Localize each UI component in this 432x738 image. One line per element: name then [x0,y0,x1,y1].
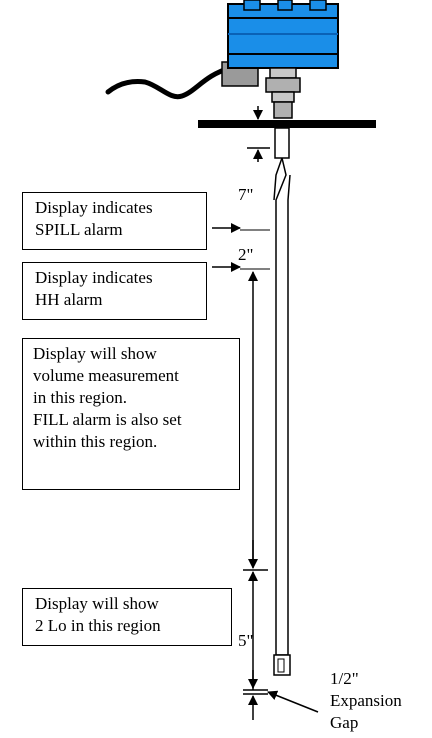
hh-alarm-box: Display indicates HH alarm [22,262,207,320]
volume-line-5: within this region. [33,432,158,451]
spill-gap-label: 7" [238,185,254,204]
lo-line-2: 2 Lo in this region [35,616,161,635]
expansion-label-2: Expansion [330,691,402,710]
dimension-expansion-gap [243,690,319,720]
spill-line-2: SPILL alarm [35,220,123,239]
probe-fitting [265,67,301,119]
hh-line-2: HH alarm [35,290,103,309]
dimension-spill-gap [247,106,270,162]
lo-line-1: Display will show [35,594,159,613]
lo-region-box: Display will show 2 Lo in this region [22,588,232,646]
hh-line-1: Display indicates [35,268,153,287]
spill-line-1: Display indicates [35,198,153,217]
volume-line-2: volume measurement [33,366,179,385]
lo-gap-label: 5" [238,631,254,650]
tank-top-plate [198,120,376,128]
volume-line-4: FILL alarm is also set [33,410,182,429]
volume-region-box: Display will show volume measurement in … [22,338,240,490]
transmitter-housing [227,0,339,69]
volume-line-1: Display will show [33,344,157,363]
expansion-label-3: Gap [330,713,359,732]
probe-stem [273,127,291,676]
sensor-cable [105,65,233,100]
expansion-label-1: 1/2" [330,669,359,688]
volume-line-3: in this region. [33,388,127,407]
dimension-volume-region [243,271,268,571]
hh-gap-label: 2" [238,245,254,264]
spill-alarm-box: Display indicates SPILL alarm [22,192,207,250]
dimension-lo-region [243,571,268,691]
